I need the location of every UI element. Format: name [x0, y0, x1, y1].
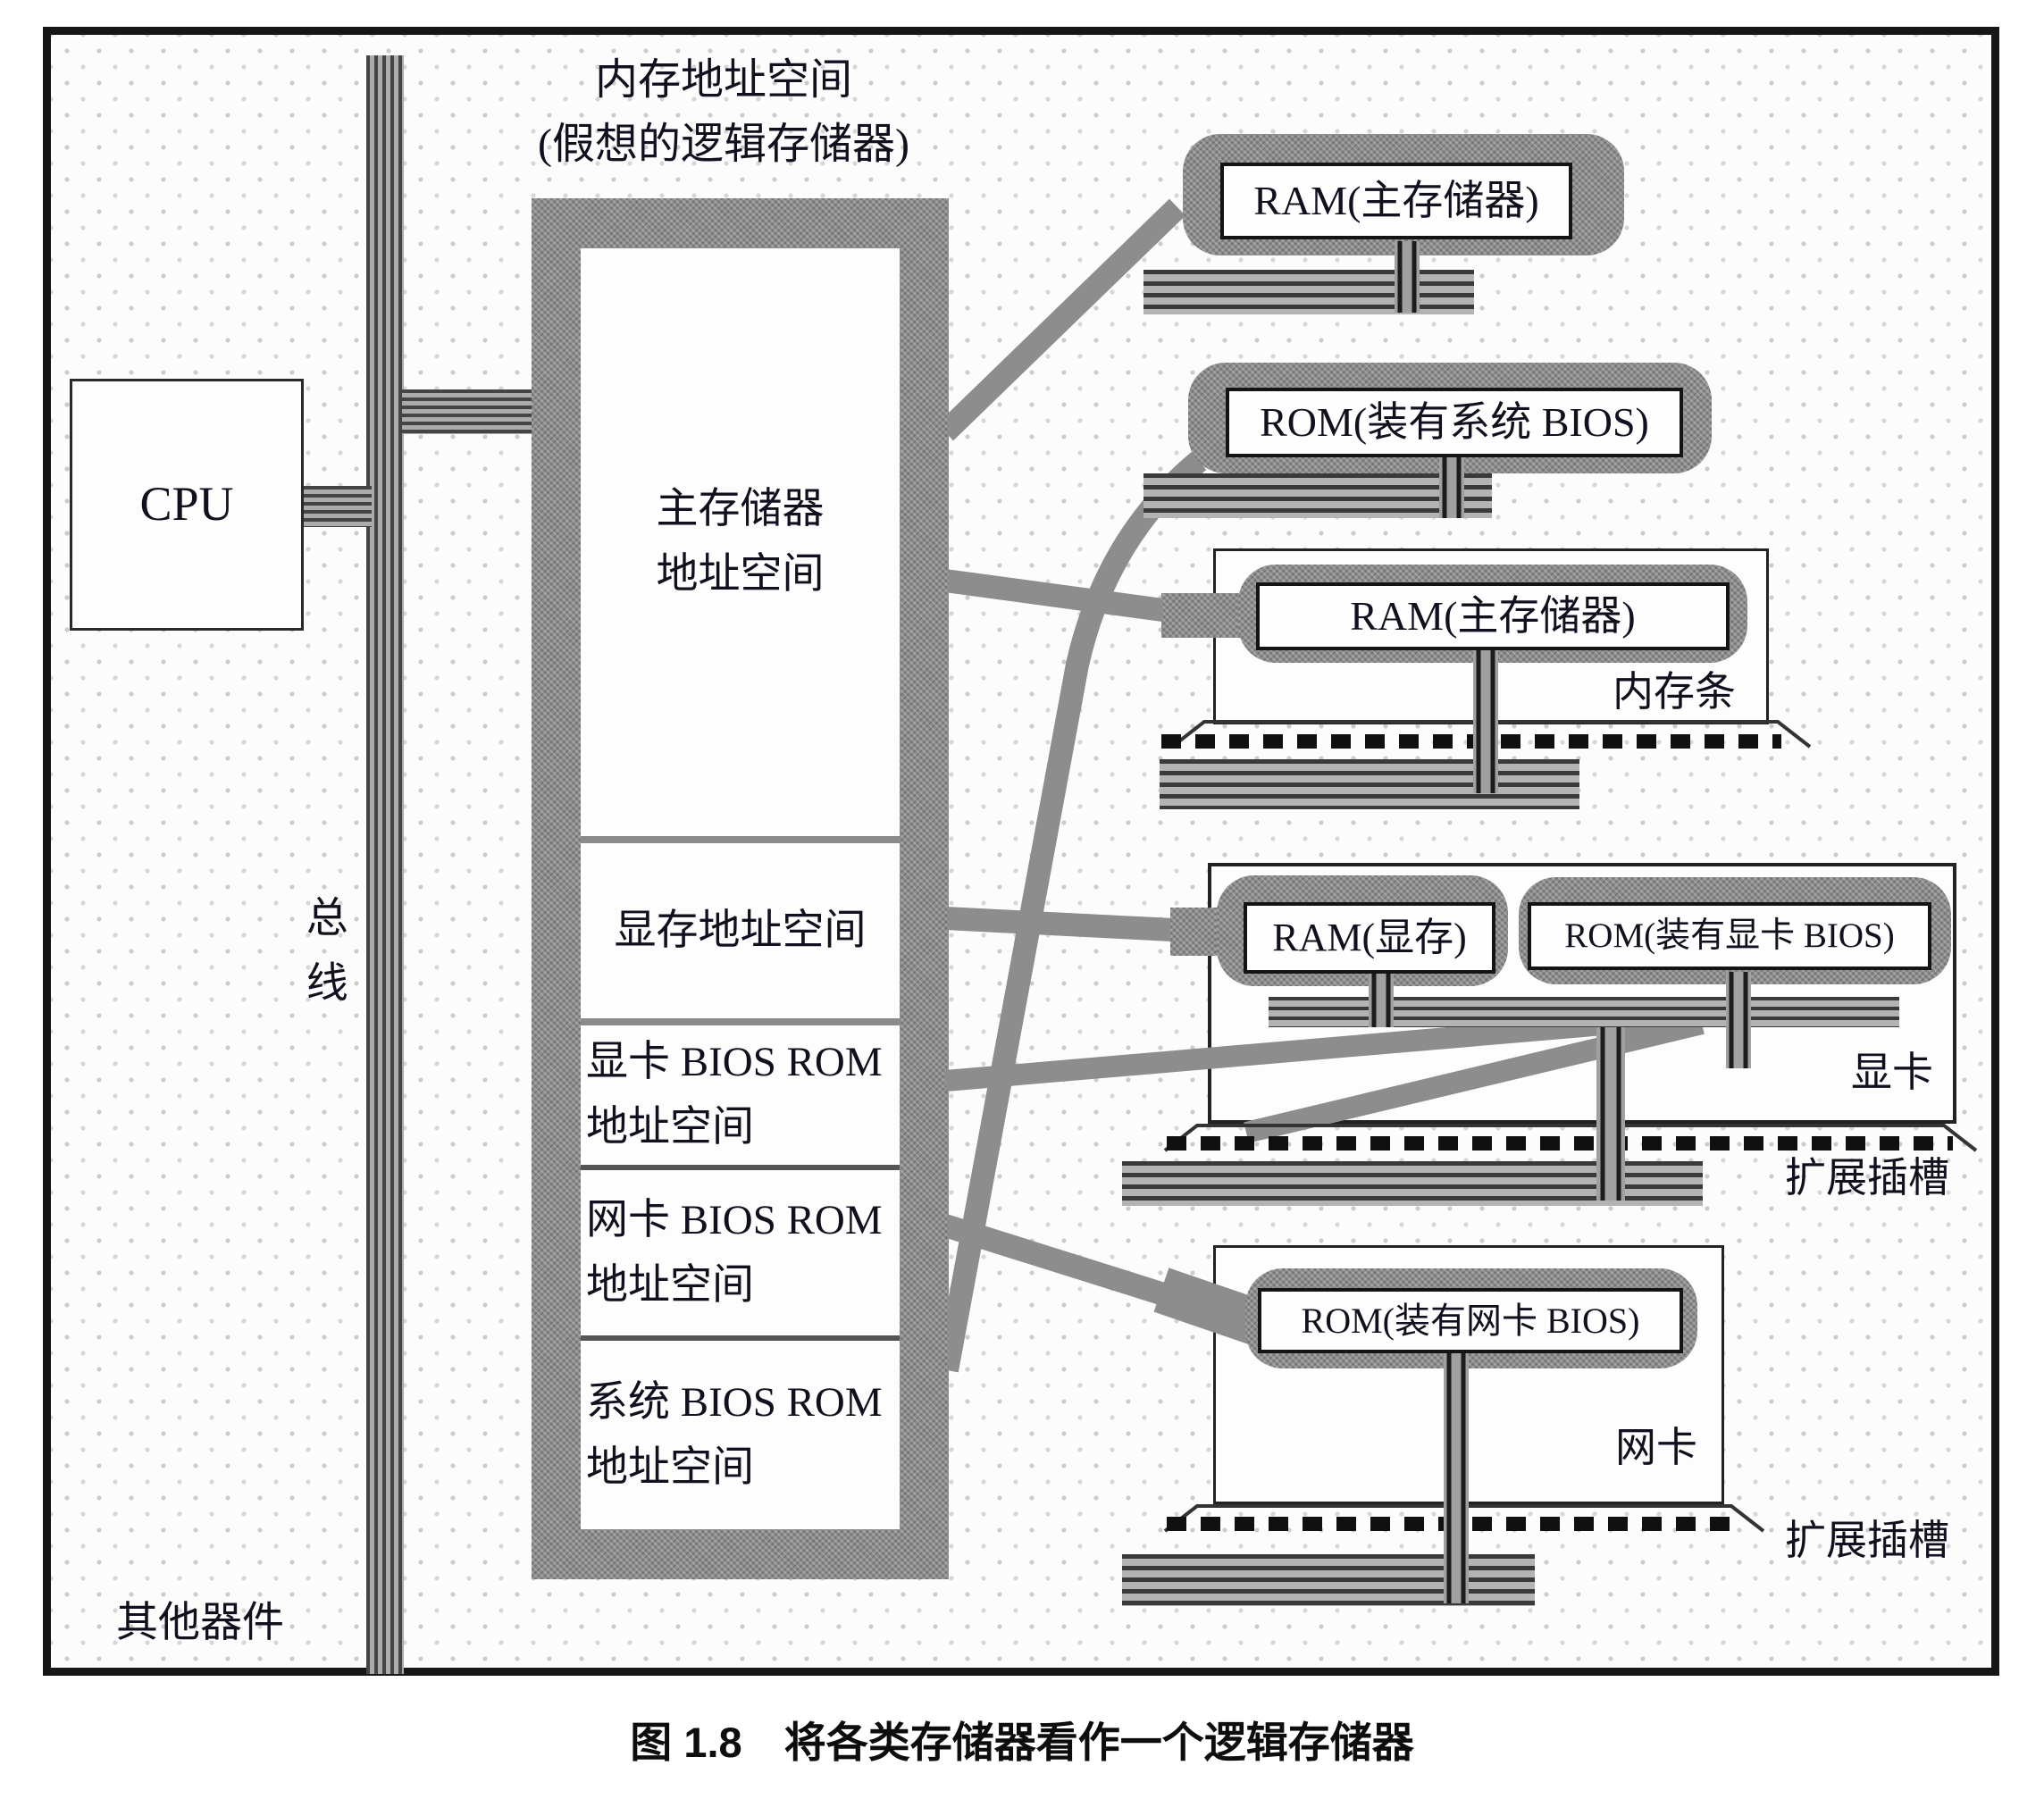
section-line: 主存储器 — [656, 486, 825, 533]
network-card-label: 网卡 — [1615, 1425, 1697, 1470]
memory-module-label: 内存条 — [1613, 669, 1736, 715]
cpu-bus-link — [297, 486, 372, 527]
system-bus — [366, 55, 404, 1674]
chip-leg — [1395, 241, 1420, 313]
connector-nicbios-to-nic-rom — [942, 1214, 1204, 1318]
nic-rom-chip-label: ROM(装有网卡 BIOS) — [1301, 1300, 1640, 1341]
bus-label: 总线 — [298, 895, 346, 1025]
chip-leg — [1369, 974, 1394, 1027]
cpu-label: CPU — [139, 477, 234, 531]
section-line: 地址空间 — [656, 551, 825, 598]
module-ram-tail — [1161, 593, 1251, 638]
bus-addressspace-link — [402, 389, 534, 434]
gpu-ram-chip: RAM(显存) — [1244, 902, 1495, 974]
chip-leg — [1726, 972, 1751, 1068]
chip-leg — [1473, 650, 1498, 793]
section-line: 显存地址空间 — [614, 907, 867, 954]
section-main-memory-space: 主存储器 地址空间 — [581, 248, 900, 836]
section-divider — [581, 836, 900, 843]
address-space-title: 内存地址空间 (假想的逻辑存储器) — [447, 48, 1001, 177]
module-ram-chip-label: RAM(主存储器) — [1350, 592, 1636, 639]
figure-caption: 图 1.8 将各类存储器看作一个逻辑存储器 — [630, 1719, 1414, 1766]
connector-mainmem-to-ram — [936, 198, 1186, 441]
section-divider — [581, 1165, 900, 1170]
section-line: 地址空间 — [586, 1443, 754, 1491]
section-nic-bios-rom-space: 网卡 BIOS ROM 地址空间 — [581, 1170, 900, 1335]
graphics-card-label: 显卡 — [1851, 1050, 1933, 1095]
module-ram-chip: RAM(主存储器) — [1256, 582, 1730, 650]
gpu-card-internal-trace — [1244, 1013, 1705, 1143]
nic-expansion-slot-label: 扩展插槽 — [1785, 1518, 1949, 1563]
section-line: 系统 BIOS ROM — [586, 1378, 883, 1426]
section-line: 地址空间 — [586, 1261, 754, 1309]
ram-main-chip-label: RAM(主存储器) — [1253, 177, 1539, 223]
section-divider — [581, 1335, 900, 1341]
ram-main-chip: RAM(主存储器) — [1220, 163, 1572, 239]
nic-rom-chip: ROM(装有网卡 BIOS) — [1258, 1288, 1683, 1353]
section-gpu-bios-rom-space: 显卡 BIOS ROM 地址空间 — [581, 1025, 900, 1165]
chip-leg — [1596, 1027, 1625, 1201]
section-line: 显卡 BIOS ROM — [586, 1039, 883, 1086]
section-line: 网卡 BIOS ROM — [586, 1196, 883, 1243]
title-line2: (假想的逻辑存储器) — [538, 121, 909, 168]
gpu-ram-chip-label: RAM(显存) — [1272, 915, 1467, 959]
device-bus-bar — [1143, 473, 1492, 518]
section-system-bios-rom-space: 系统 BIOS ROM 地址空间 — [581, 1341, 900, 1529]
cpu-box: CPU — [70, 379, 304, 631]
rom-system-chip-label: ROM(装有系统 BIOS) — [1260, 398, 1649, 445]
chip-leg — [1439, 457, 1464, 518]
other-devices-label: 其他器件 — [116, 1600, 284, 1646]
device-bus-bar — [1160, 759, 1579, 809]
title-line1: 内存地址空间 — [594, 56, 852, 104]
section-line: 地址空间 — [586, 1104, 754, 1151]
gpu-rom-chip-label: ROM(装有显卡 BIOS) — [1564, 916, 1895, 955]
gpu-rom-chip: ROM(装有显卡 BIOS) — [1528, 902, 1931, 970]
rom-system-chip: ROM(装有系统 BIOS) — [1226, 388, 1683, 457]
chip-leg — [1444, 1353, 1469, 1603]
section-video-memory-space: 显存地址空间 — [581, 843, 900, 1018]
section-divider — [581, 1018, 900, 1025]
gpu-expansion-slot-label: 扩展插槽 — [1785, 1155, 1949, 1201]
